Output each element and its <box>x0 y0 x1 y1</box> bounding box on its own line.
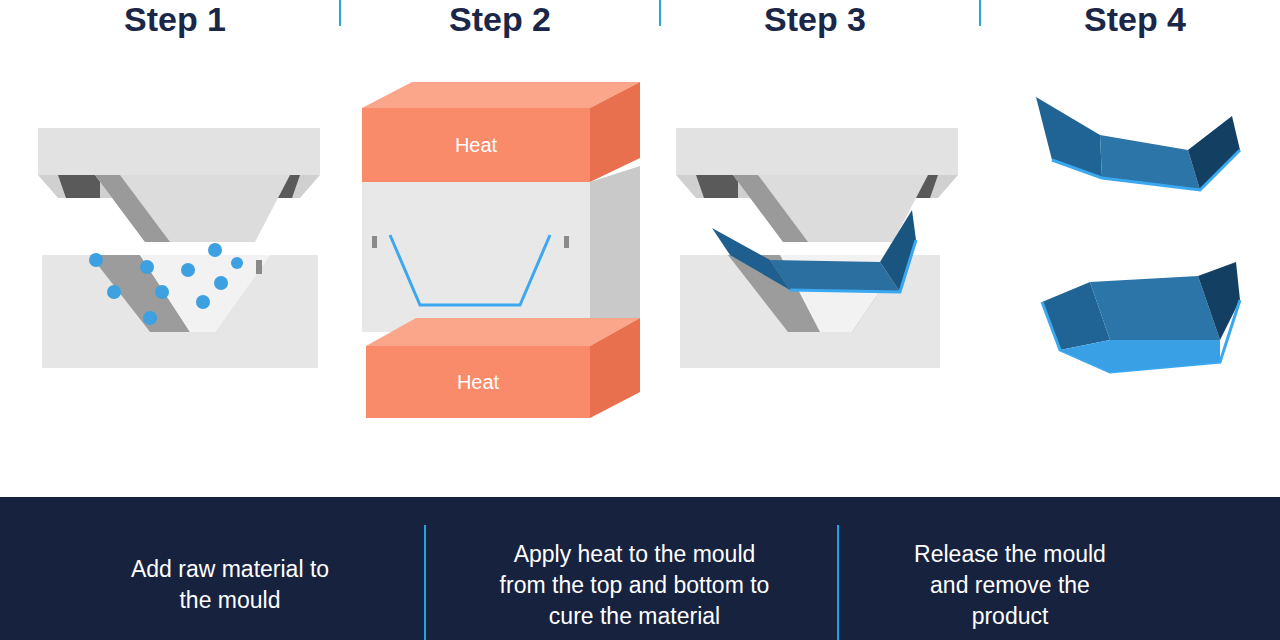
caption-band: Add raw material to the mould Apply heat … <box>0 497 1280 640</box>
step-description: Release the mould and remove the product <box>895 539 1125 632</box>
step-description: Apply heat to the mould from the top and… <box>497 539 772 632</box>
open-mould <box>38 128 320 368</box>
step-heading: Step 3 <box>764 2 866 36</box>
step-dividers <box>340 0 980 26</box>
opened-mould <box>676 128 958 368</box>
step-heading: Step 4 <box>1084 2 1186 36</box>
step-description: Add raw material to the mould <box>130 554 330 616</box>
step-heading: Step 1 <box>124 2 226 36</box>
heat-block: Heat <box>362 108 590 182</box>
heat-label: Heat <box>455 134 497 157</box>
step-heading: Step 2 <box>449 2 551 36</box>
finished-products <box>1036 97 1240 372</box>
heat-label: Heat <box>457 371 499 394</box>
column-divider <box>424 525 426 640</box>
heated-press <box>362 82 640 418</box>
heat-block: Heat <box>366 346 590 418</box>
column-divider <box>837 525 839 640</box>
